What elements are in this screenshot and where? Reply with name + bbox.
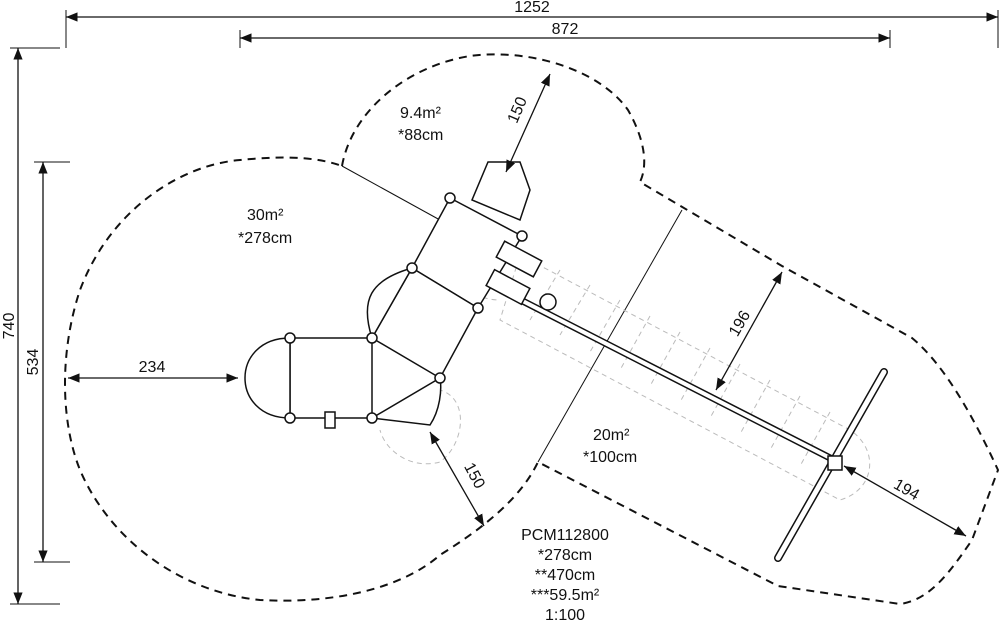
dimension-slide-clearance: 196 [715, 271, 783, 391]
product-total-height: **470cm [535, 567, 595, 584]
zone-boundary-line [537, 209, 683, 463]
zone-fall-height: *278cm [238, 230, 292, 247]
product-fall-height: *278cm [538, 547, 592, 564]
dimension-end-clearance: 194 [843, 465, 967, 537]
product-code: PCM112800 [521, 527, 609, 544]
dimension-inner-height: 534 [25, 161, 70, 563]
dimension-bottom-clearance: 150 [429, 431, 488, 527]
zone-label-top: 9.4m² *88cm [398, 105, 443, 144]
slide-clearance-label: 196 [726, 308, 754, 340]
zone-area: 30m² [247, 207, 284, 224]
dimension-top-clearance: 150 [505, 73, 551, 173]
dimension-inner-width: 872 [239, 21, 891, 48]
zone-label-left: 30m² *278cm [238, 207, 292, 247]
zone-fall-height: *100cm [583, 449, 637, 466]
bottom-clearance-label: 150 [460, 460, 488, 492]
product-total-area: ***59.5m² [531, 587, 600, 604]
zone-area: 20m² [593, 427, 630, 444]
zone-fall-height: *88cm [398, 127, 443, 144]
dimension-left-clearance: 234 [68, 359, 238, 383]
drawing-scale: 1:100 [545, 607, 585, 624]
top-clearance-label: 150 [505, 95, 531, 126]
dimension-overall-width: 1252 [65, 0, 999, 48]
zone-label-right: 20m² *100cm [583, 427, 637, 466]
product-info: PCM112800 *278cm **470cm ***59.5m² 1:100 [521, 527, 609, 624]
overall-width-label: 1252 [514, 0, 550, 16]
inner-height-label: 534 [25, 349, 42, 376]
end-clearance-label: 194 [890, 476, 922, 504]
play-structure [244, 161, 888, 562]
dimension-overall-height: 740 [1, 47, 60, 605]
overall-height-label: 740 [1, 313, 18, 340]
left-clearance-label: 234 [139, 359, 166, 376]
zone-area: 9.4m² [400, 105, 442, 122]
inner-width-label: 872 [552, 21, 579, 38]
safety-zone-outline [64, 53, 1000, 606]
